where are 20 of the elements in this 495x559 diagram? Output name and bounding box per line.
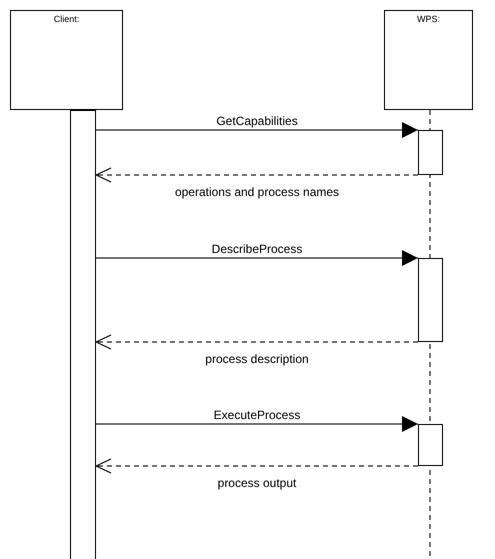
participant-box — [10, 10, 123, 110]
edge-label: process output — [218, 476, 296, 490]
message-arrow — [96, 122, 418, 138]
activation-bar — [418, 258, 443, 342]
return-message-arrow — [96, 458, 418, 474]
return-message-arrow — [96, 168, 418, 182]
edge-label: process description — [205, 352, 309, 366]
message-arrow — [96, 250, 418, 266]
activation-bar — [418, 424, 443, 466]
edge-label: GetCapabilities — [216, 114, 298, 128]
edge-label: DescribeProcess — [212, 242, 302, 256]
edge-label: ExecuteProcess — [214, 408, 300, 422]
edge-label: operations and process names — [174, 185, 340, 199]
activation-bar — [418, 130, 443, 175]
participant-box — [384, 10, 473, 110]
participant-name: Client: — [52, 14, 80, 24]
return-message-arrow — [96, 334, 418, 350]
participant-name: WPS: — [416, 14, 441, 24]
activation-bar — [70, 110, 96, 559]
message-arrow — [96, 416, 418, 432]
